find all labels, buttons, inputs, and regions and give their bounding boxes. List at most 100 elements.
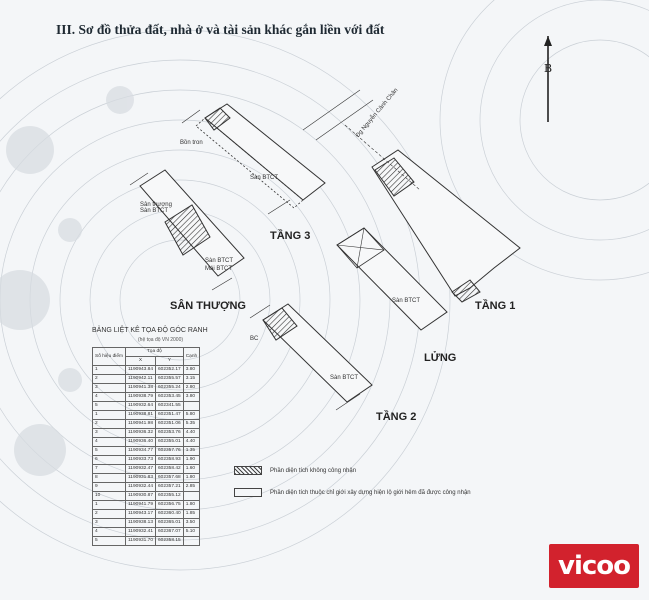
table-cell: 602367.07: [155, 527, 184, 537]
note-san-thuong: Sân thượng Sàn BTCT: [140, 202, 172, 214]
label-lung: LỬNG: [424, 352, 457, 364]
table-cell: 1190936.40: [125, 437, 156, 447]
table-cell: 4: [92, 437, 126, 447]
table-cell: 5.80: [182, 410, 201, 420]
table-header: Tọa độ: [125, 347, 184, 357]
table-cell: 1190942.11: [125, 374, 156, 384]
table-cell: 602355.01: [155, 437, 184, 447]
table-cell: 602351.06: [155, 419, 184, 429]
table-cell: 7: [92, 464, 126, 474]
table-cell: 1.90: [182, 455, 201, 465]
note-san-btct-3: Sàn BTCT: [250, 175, 279, 181]
table-cell: 3.80: [182, 392, 201, 402]
plan-tang-3: [181, 103, 326, 215]
table-cell: 1190941.38: [125, 383, 156, 393]
table-cell: 10: [92, 491, 126, 501]
table-cell: 1190933.73: [125, 455, 156, 465]
table-cell: 602355.57: [155, 374, 184, 384]
table-cell: [182, 491, 201, 501]
table-cell: 1190932.47: [125, 464, 156, 474]
table-cell: 602352.17: [155, 365, 184, 375]
section-heading: III. Sơ đồ thửa đất, nhà ở và tài sản kh…: [56, 22, 385, 37]
note-bon-tron: Bồn tron: [180, 140, 203, 146]
table-cell: 1190943.84: [125, 365, 156, 375]
table-cell: 3: [92, 428, 126, 438]
table-cell: 4.40: [182, 437, 201, 447]
note-san-btct-lung: Sàn BTCT: [392, 298, 421, 304]
table-cell: 3: [92, 383, 126, 393]
table-cell: 5: [92, 446, 126, 456]
table-cell: 2.80: [182, 383, 201, 393]
table-cell: 1190936.32: [125, 428, 156, 438]
table-cell: 1: [92, 410, 126, 420]
table-subheader: Y: [155, 356, 184, 366]
table-cell: 1190941.98: [125, 419, 156, 429]
table-cell: 602353.45: [155, 392, 184, 402]
table-cell: 4.40: [182, 428, 201, 438]
table-cell: 602355.12: [155, 491, 184, 501]
table-cell: 3: [92, 518, 126, 528]
table-cell: 1190943.17: [125, 509, 156, 519]
table-cell: 1190934.77: [125, 446, 156, 456]
label-tang-3: TẦNG 3: [270, 230, 311, 242]
table-title: BẢNG LIỆT KÊ TỌA ĐỘ GÓC RANH: [92, 327, 208, 334]
table-cell: 3.50: [182, 518, 201, 528]
table-cell: 602357.68: [155, 473, 184, 483]
table-cell: 1190932.64: [125, 401, 156, 411]
table-cell: 2: [92, 374, 126, 384]
north-label: B: [544, 62, 553, 75]
table-cell: 1190931.83: [125, 473, 156, 483]
legend-swatch-plain: [234, 488, 262, 497]
table-cell: 602360.40: [155, 509, 184, 519]
note-san-btct-2: Sàn BTCT: [330, 375, 359, 381]
table-header: Số hiệu điểm: [92, 347, 126, 366]
table-cell: 1: [92, 500, 126, 510]
table-cell: 602358.42: [155, 464, 184, 474]
plan-lung: [336, 227, 448, 331]
legend-text: Phần diện tích không công nhận: [270, 468, 357, 475]
table-cell: 602353.76: [155, 428, 184, 438]
table-subtitle: (hệ tọa độ VN 2000): [138, 337, 184, 343]
table-cell: 602341.55: [155, 401, 184, 411]
table-cell: 602357.21: [155, 482, 184, 492]
table-header: Cạnh: [182, 347, 201, 366]
legend-swatch-hatched: [234, 466, 262, 475]
table-cell: 1190938.13: [125, 518, 156, 528]
table-cell: 4: [92, 392, 126, 402]
label-tang-2: TẦNG 2: [376, 411, 417, 423]
north-arrow-icon: [544, 36, 552, 122]
plan-tang-1: [302, 89, 521, 303]
table-cell: 5: [92, 536, 126, 546]
legend-item: Phần diện tích thuộc chỉ giới xây dựng h…: [234, 488, 471, 497]
legend-text: Phần diện tích thuộc chỉ giới xây dựng h…: [270, 490, 471, 497]
table-cell: 4: [92, 527, 126, 537]
table-cell: 9: [92, 482, 126, 492]
table-cell: 602357.76: [155, 446, 184, 456]
table-cell: 5.10: [182, 527, 201, 537]
table-cell: 1190931.70: [125, 536, 156, 546]
table-cell: 1190938.79: [125, 392, 156, 402]
table-cell: [182, 536, 201, 546]
table-cell: 5: [92, 401, 126, 411]
table-cell: 1: [92, 365, 126, 375]
table-cell: 602356.75: [155, 500, 184, 510]
plan-tang-2: [249, 303, 373, 411]
table-cell: 602355.24: [155, 383, 184, 393]
table-cell: 6: [92, 455, 126, 465]
